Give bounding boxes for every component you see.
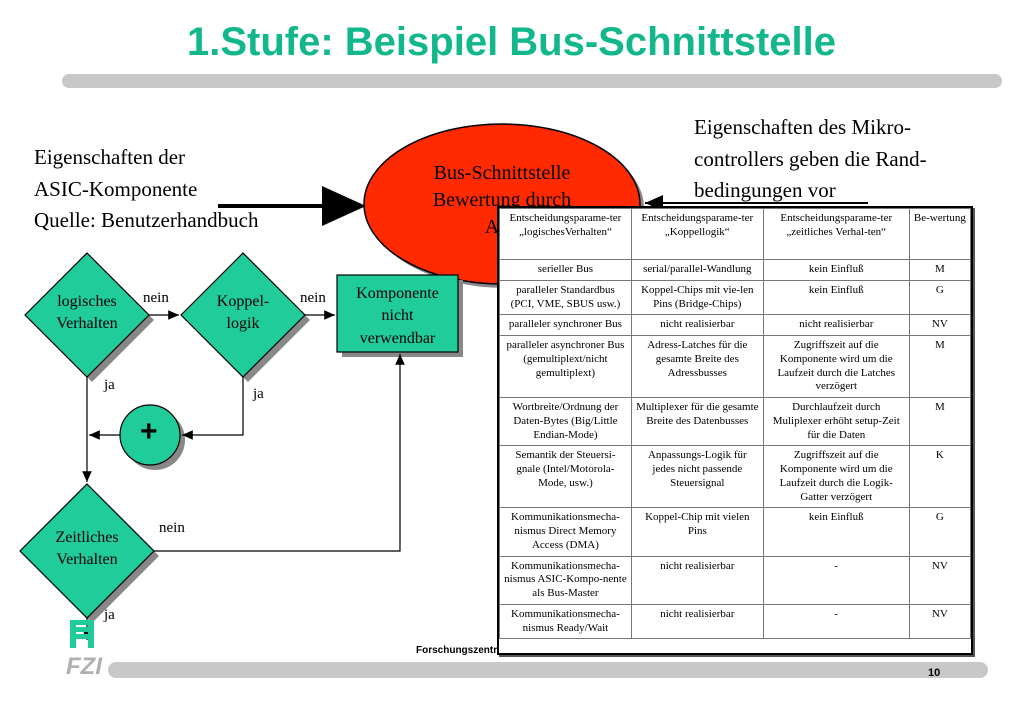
ellipse-line-1: Bus-Schnittstelle [433,162,571,184]
ellipse-line-2: Bewertung durch [432,189,572,211]
table-cell: K [908,445,972,509]
table-header-row: Entscheidungsparame-ter „logischesVerhal… [499,208,972,260]
edge-coupling-to-plus [182,377,244,440]
table-cell: Koppel-Chip mit vielen Pins [630,507,764,557]
table-cell: serial/parallel-Wandlung [630,259,764,281]
title-underline [62,74,1002,88]
table-cell: NV [908,555,972,605]
table-cell: kein Einfluß [762,279,910,316]
asic-line-3: Quelle: Benutzerhandbuch [34,208,259,232]
component-label-line-2: nicht [381,307,414,325]
table-cell: paralleler asynchroner Bus (gemultiplext… [499,335,632,398]
evaluation-table: Entscheidungsparame-ter „logischesVerhal… [499,208,972,640]
coupling-label-line-1: Koppel- [216,293,270,310]
mc-line-3: bedingungen vor [694,178,836,202]
table-cell: Adress-Latches für die gesamte Breite de… [630,335,764,398]
table-cell: - [762,603,910,640]
table-cell: Kommunikationsmecha-nismus Direct Memory… [499,507,632,557]
table-cell: Durchlaufzeit durch Muliplexer erhöht se… [762,396,910,447]
edge-label-ja: ja [104,607,115,623]
timing-label-line-2: Verhalten [56,551,118,569]
table-cell: Koppel-Chips mit vie-len Pins (Bridge-Ch… [630,279,764,316]
table-cell: Anpassungs-Logik für jedes nicht passend… [630,445,764,509]
asic-line-1: Eigenschaften der [34,145,186,169]
table-cell: Zugriffszeit auf die Komponente wird um … [762,445,910,509]
table-cell: Multiplexer für die gesamte Breite des D… [630,396,764,447]
table-cell: M [908,259,972,281]
table-row: Kommunikationsmecha-nismus Direct Memory… [499,507,972,557]
edge-label-nein: nein [300,290,326,306]
plus-symbol: + [140,415,158,448]
asic-properties-text: Eigenschaften der ASIC-Komponente Quelle… [34,142,259,237]
table-row: Kommunikationsmecha-nismus ASIC-Kompo-ne… [499,555,972,605]
table-cell: NV [908,314,972,336]
component-unusable-box [336,274,459,353]
table-cell: Kommunikationsmecha-nismus ASIC-Kompo-ne… [499,555,632,605]
table-cell: NV [908,603,972,640]
table-cell: Semantik der Steuersi-gnale (Intel/Motor… [499,445,632,509]
table-cell: nicht realisierbar [630,603,764,640]
table-cell: Kommunikationsmecha-nismus Ready/Wait [499,603,632,640]
timing-label-line-1: Zeitliches [55,529,119,546]
table-row: paralleler asynchroner Bus (gemultiplext… [499,335,972,398]
table-cell: serieller Bus [499,259,632,281]
evaluation-table-panel: Entscheidungsparame-ter „logischesVerhal… [497,206,973,655]
logic-label-line-1: logisches [57,293,117,310]
col-header-rating: Be-wertung [908,208,972,260]
coupling-label-line-2: logik [226,315,260,333]
edge-label-nein: nein [143,290,169,306]
table-cell: G [908,279,972,316]
table-cell: kein Einfluß [762,507,910,557]
table-cell: paralleler Standardbus (PCI, VME, SBUS u… [499,279,632,316]
col-header-coupling: Entscheidungsparame-ter „Koppellogik“ [630,208,764,260]
component-label-line-3: verwendbar [359,329,436,347]
table-cell: kein Einfluß [762,259,910,281]
component-label: Komponente nicht verwendbar [337,283,458,350]
table-cell: Zugriffszeit auf die Komponente wird um … [762,335,910,398]
table-row: Semantik der Steuersi-gnale (Intel/Motor… [499,445,972,509]
asic-line-2: ASIC-Komponente [34,176,198,201]
page-number: 10 [928,667,941,679]
table-cell: nicht realisierbar [630,555,764,605]
page-title: 1.Stufe: Beispiel Bus-Schnittstelle [186,20,837,64]
table-row: paralleler Standardbus (PCI, VME, SBUS u… [499,279,972,316]
logic-behaviour-label: logisches Verhalten [40,291,134,336]
table-row: Wortbreite/Ordnung der Daten-Bytes (Big/… [499,396,972,447]
timing-behaviour-label: Zeitliches Verhalten [37,527,137,572]
table-cell: M [908,396,972,447]
col-header-logic: Entscheidungsparame-ter „logischesVerhal… [499,208,632,260]
mc-line-2: controllers geben die Rand- [694,146,927,171]
table-cell: - [762,555,910,605]
component-label-line-1: Komponente [356,285,439,302]
edge-timing-to-component [154,354,405,552]
edge-label-nein: nein [159,520,185,536]
logic-label-line-2: Verhalten [56,315,118,333]
table-cell: Wortbreite/Ordnung der Daten-Bytes (Big/… [499,396,632,447]
table-cell: nicht realisierbar [762,314,910,336]
microcontroller-properties-text: Eigenschaften des Mikro- controllers geb… [694,112,927,207]
table-cell: M [908,335,972,398]
fzi-logo: FZI [66,620,103,680]
table-cell: paralleler synchroner Bus [499,314,632,336]
edge-label-ja: ja [253,386,264,402]
table-cell: nicht realisierbar [630,314,764,336]
edge-label-ja: ja [104,377,115,393]
mc-line-1: Eigenschaften des Mikro- [694,115,911,139]
col-header-timing: Entscheidungsparame-ter „zeitliches Verh… [762,208,910,260]
table-cell: G [908,507,972,557]
footer-bar [108,662,988,678]
coupling-logic-label: Koppel- logik [196,291,290,336]
fzi-logo-text: FZI [66,653,103,680]
